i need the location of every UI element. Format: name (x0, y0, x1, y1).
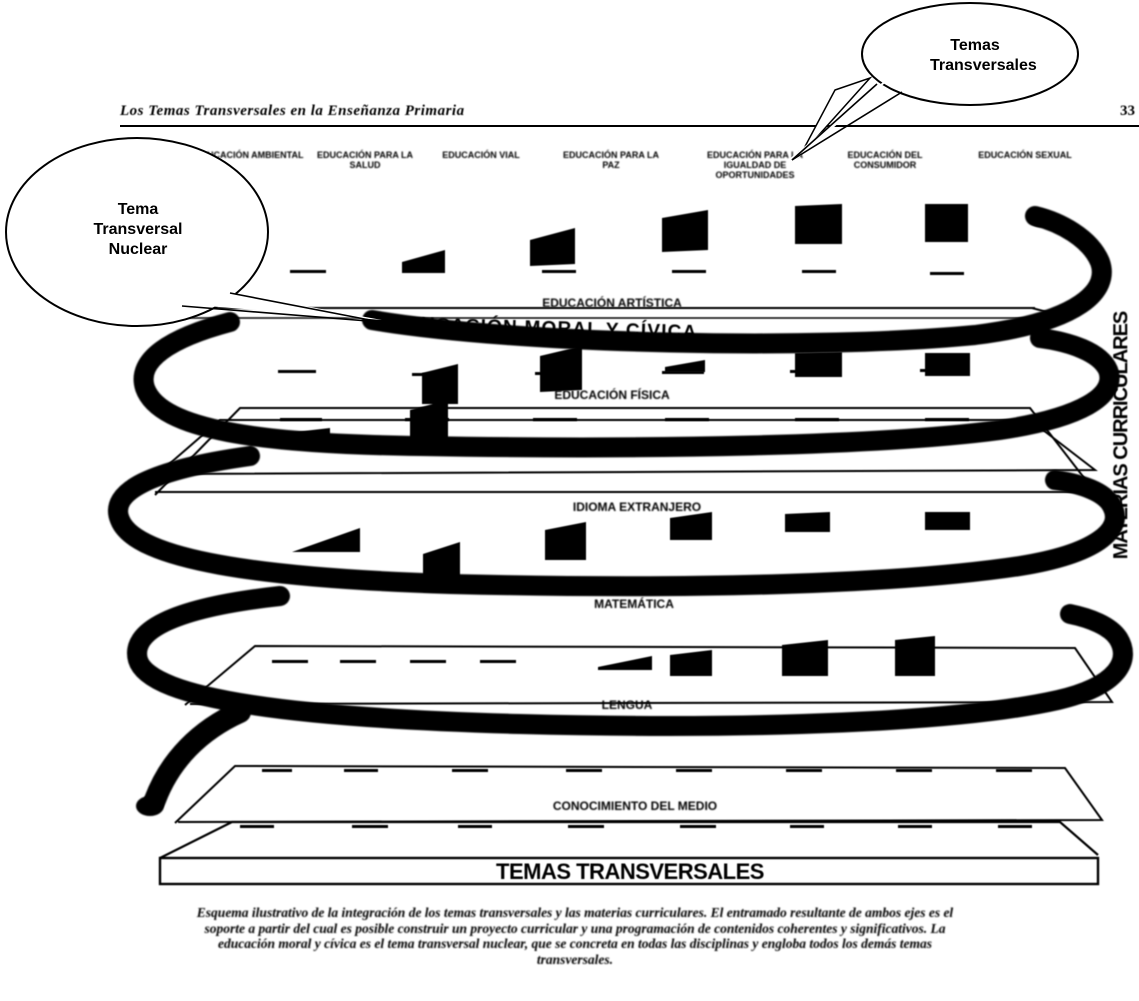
column-heading: Educación para la igualdad de oportunida… (707, 150, 803, 180)
side-label-text: MATERIAS CURRICULARES (1110, 311, 1133, 559)
page-header: Los Temas Transversales en la Enseñanza … (120, 103, 1139, 127)
callout-temas-text: Temas Transversales (930, 36, 1037, 76)
base-plate (158, 820, 1100, 886)
callout-nuclear-label: Tema Transversal Nuclear (93, 201, 183, 258)
side-label: MATERIAS CURRICULARES (1107, 282, 1137, 588)
column-heading: Educación vial (442, 150, 520, 160)
column-heading: Educación para la salud (317, 150, 413, 170)
column-heading: Educación sexual (978, 150, 1072, 160)
callout-tema-nuclear (5, 137, 382, 327)
figure-caption: Esquema ilustrativo de la integración de… (196, 905, 954, 967)
callout-temas-label: Temas Transversales (930, 37, 1037, 74)
base-label: TEMAS TRANSVERSALES (496, 859, 764, 884)
callout-nuclear-text: Tema Transversal Nuclear (92, 200, 184, 260)
header-title: Los Temas Transversales en la Enseñanza … (120, 103, 465, 119)
subject-plate (159, 419, 1098, 475)
subject-plate (174, 764, 1104, 824)
subject-label: CONOCIMIENTO DEL MEDIO (553, 799, 717, 813)
moral-civic-spiral (108, 206, 1133, 811)
subject-label: MATEMÁTICA (594, 596, 674, 611)
subject-label: IDIOMA EXTRANJERO (573, 500, 701, 514)
subject-label: EDUCACIÓN ARTÍSTICA (542, 295, 682, 310)
subject-label: LENGUA (602, 698, 653, 712)
column-heading: Educación ambiental (194, 150, 304, 160)
callout-temas-transversales (788, 2, 1079, 161)
column-heading: Educación del consumidor (847, 150, 923, 170)
subject-plate (184, 644, 1114, 706)
page-number: 33 (1120, 103, 1135, 119)
subject-label: EDUCACIÓN FÍSICA (554, 387, 670, 402)
column-heading: Educación para la paz (563, 150, 659, 170)
